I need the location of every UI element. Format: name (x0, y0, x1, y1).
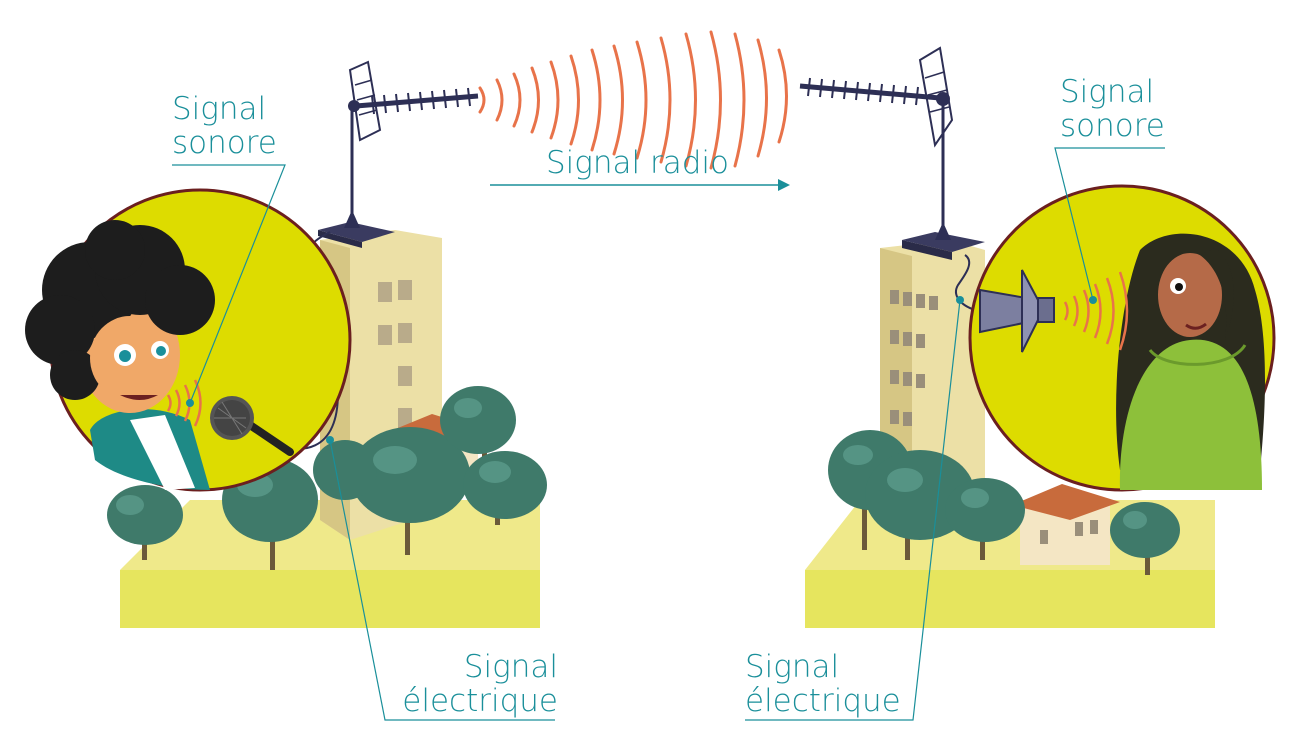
right-house (1012, 484, 1120, 565)
leader-lines (172, 147, 1165, 721)
left-trees (107, 386, 547, 570)
left-electric-label: Signal électrique (402, 650, 558, 718)
right-circle (968, 184, 1276, 492)
right-electric-label-line1: Signal (745, 649, 840, 685)
radio-arrow (490, 179, 790, 191)
left-sound-label: Signal sonore (172, 92, 277, 160)
radio-waves (478, 30, 788, 170)
radio-label: Signal radio (546, 146, 729, 180)
right-sound-label: Signal sonore (1060, 75, 1165, 143)
right-electric-label: Signal électrique (745, 650, 901, 718)
left-electric-label-line1: Signal (463, 649, 558, 685)
left-electric-label-line2: électrique (402, 683, 558, 719)
left-antenna (344, 60, 479, 228)
left-sound-label-line1: Signal (172, 91, 267, 127)
right-cable (955, 254, 976, 311)
left-circle (25, 188, 352, 492)
right-sound-label-line2: sonore (1060, 108, 1165, 144)
right-electric-label-line2: électrique (745, 683, 901, 719)
right-antenna (799, 46, 954, 240)
right-sound-label-line1: Signal (1060, 74, 1155, 110)
right-trees (828, 430, 1180, 575)
radio-label-text: Signal radio (546, 145, 730, 181)
left-sound-label-line2: sonore (172, 125, 277, 161)
